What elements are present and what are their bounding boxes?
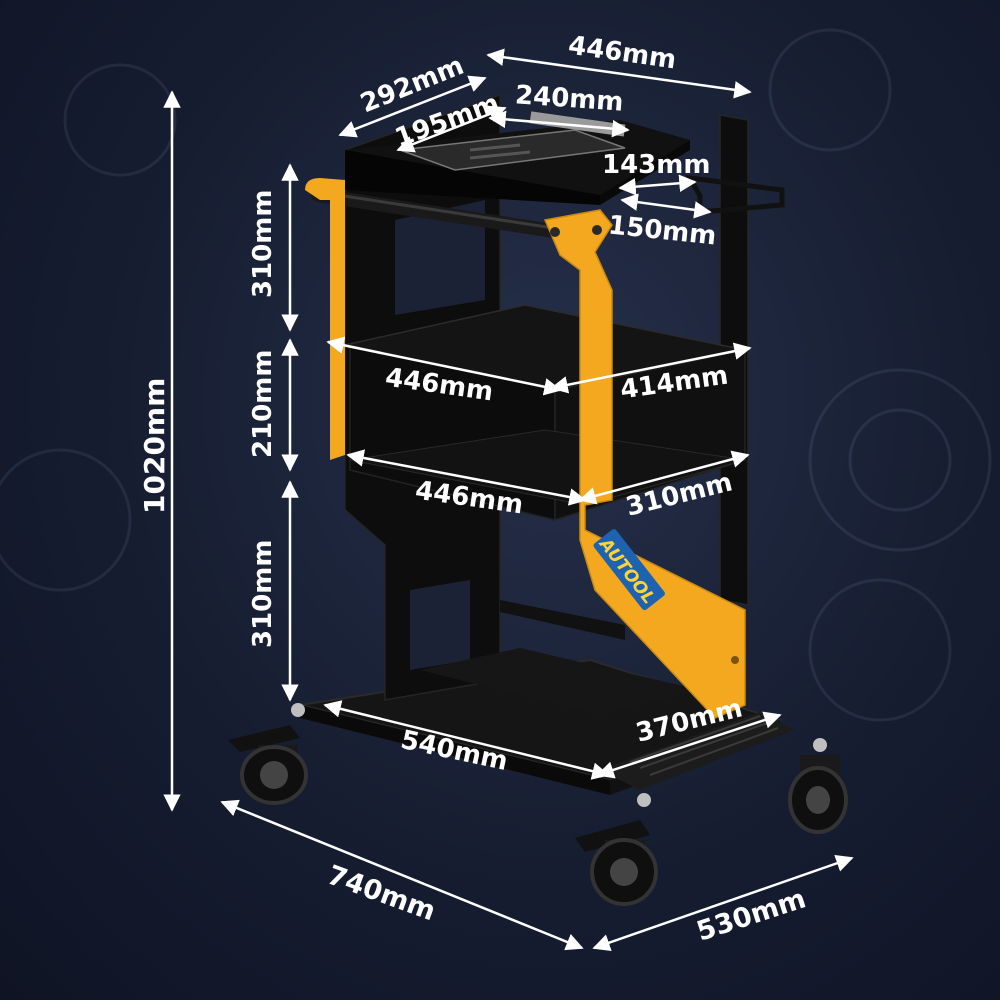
left-handle-arm — [305, 178, 345, 460]
right-yellow-frame — [543, 209, 746, 719]
caster-front-left — [228, 703, 308, 805]
caster-front-right — [575, 793, 658, 906]
bottom-shelf — [420, 648, 700, 715]
label-holder-depth: 143mm — [602, 150, 711, 180]
handle-bar — [311, 188, 567, 239]
label-tray-width: 240mm — [514, 80, 625, 118]
label-tier-mid-height: 210mm — [248, 349, 278, 458]
cart-illustration: AUTOOL — [228, 93, 848, 906]
label-tier-bottom-height: 310mm — [248, 539, 278, 648]
caster-back-right — [788, 738, 848, 834]
side-holder — [685, 174, 785, 215]
label-tier-top-height: 310mm — [248, 189, 278, 298]
dimension-lines — [163, 48, 854, 952]
label-total-height: 1020mm — [138, 377, 171, 514]
